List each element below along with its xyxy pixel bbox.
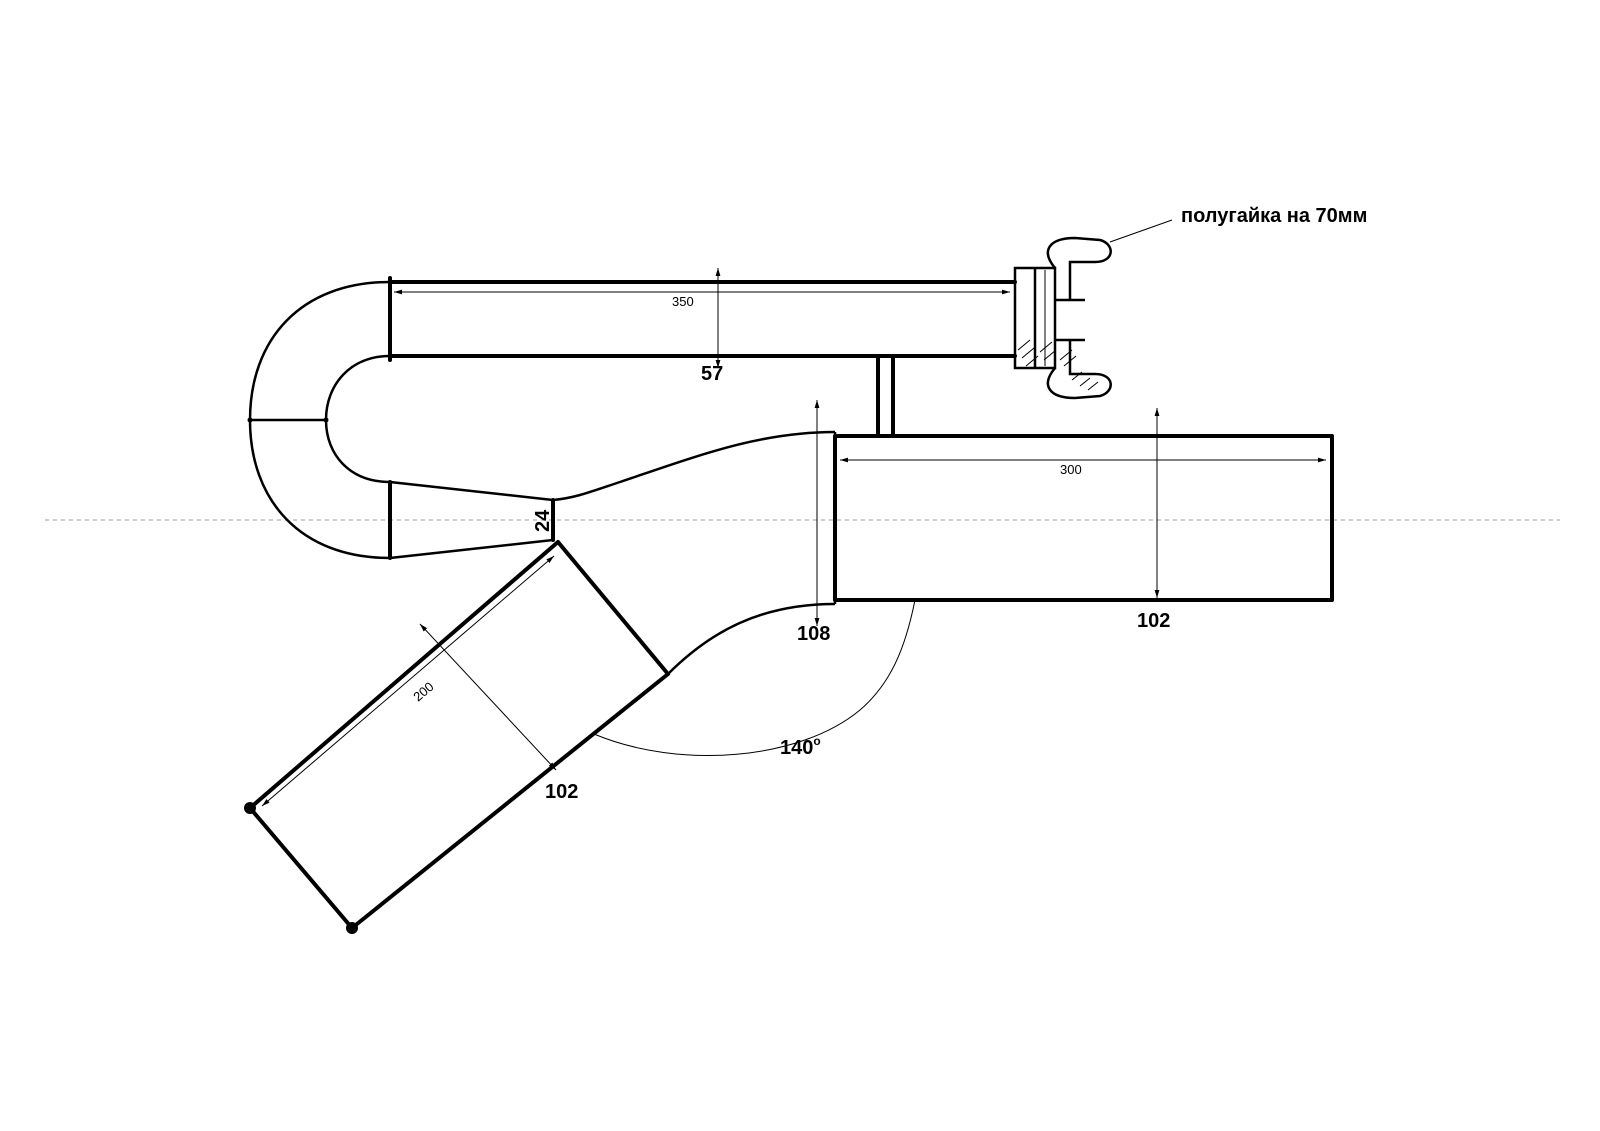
support-strut <box>876 356 895 438</box>
upper-pipe <box>388 276 1017 362</box>
right-pipe <box>833 434 1334 602</box>
reducer-cone <box>388 480 555 560</box>
u-bend-pipe <box>247 280 391 560</box>
annotation-leader-line <box>1109 219 1173 243</box>
dimension-200 <box>261 555 557 807</box>
angle-value: 140 <box>780 737 813 759</box>
angle-label: 140o <box>780 734 821 759</box>
dimension-label-102-branch: 102 <box>545 781 578 803</box>
angle-degree-mark: o <box>813 734 820 748</box>
half-nut-coupling <box>1013 236 1112 400</box>
junction-body <box>552 430 837 676</box>
dimension-label-102-main: 102 <box>1137 610 1170 632</box>
dimension-label-108: 108 <box>797 623 830 645</box>
dimension-300 <box>840 408 1326 598</box>
angle-arc <box>593 599 916 756</box>
dimension-label-57: 57 <box>701 363 723 385</box>
dimension-label-350: 350 <box>672 294 694 309</box>
dimension-label-300: 300 <box>1060 462 1082 477</box>
dimension-label-24: 24 <box>532 509 554 532</box>
dimension-350 <box>394 268 1010 368</box>
dimension-label-200: 200 <box>410 679 436 704</box>
half-nut-label: полугайка на 70мм <box>1181 205 1367 227</box>
